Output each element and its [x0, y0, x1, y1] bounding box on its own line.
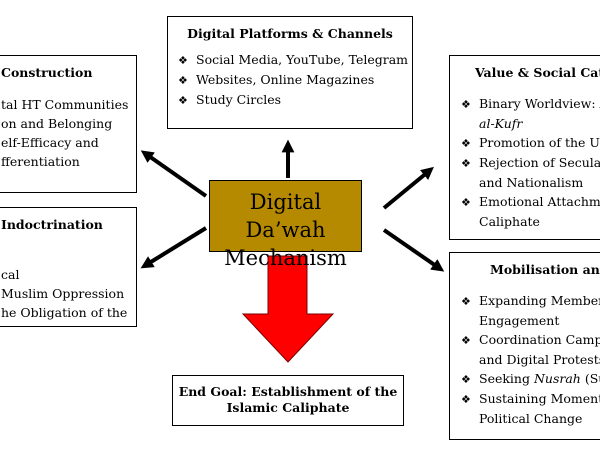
mobilisation-box: Mobilisation and F ❖Expanding Members En…: [449, 252, 600, 440]
diamond-bullet-icon: ❖: [461, 137, 471, 150]
center-line-2: Mechanism: [224, 246, 347, 270]
list-item: elf-Efficacy and: [1, 135, 99, 150]
list-item: cal: [1, 267, 20, 282]
list-item: on and Belonging: [1, 116, 113, 131]
diamond-bullet-icon: ❖: [178, 74, 188, 87]
indoctrination-box: Indoctrination cal Muslim Oppression he …: [0, 207, 137, 327]
list-item: ❖Social Media, YouTube, Telegram: [178, 50, 412, 70]
list-item-continuation: al-Kufr: [479, 116, 523, 131]
arrow-lower-right: [382, 228, 445, 272]
list-item: ❖Emotional Attachme: [461, 192, 600, 212]
list-item: fferentiation: [1, 154, 80, 169]
list-item: ❖Sustaining Momentu: [461, 389, 600, 409]
center-line-1: Digital Da’wah: [245, 190, 326, 242]
value-social-list: ❖Binary Worldview: D al-Kufr ❖Promotion …: [461, 94, 600, 231]
end-goal-line-2: Islamic Caliphate: [226, 400, 350, 415]
diamond-bullet-icon: ❖: [461, 373, 471, 386]
value-social-title: Value & Social Categ: [475, 65, 600, 80]
list-item: ❖Binary Worldview: D: [461, 94, 600, 114]
arrow-lower-left: [140, 226, 208, 269]
diamond-bullet-icon: ❖: [178, 54, 188, 67]
diamond-bullet-icon: ❖: [461, 157, 471, 170]
list-item: ❖Expanding Members: [461, 291, 600, 311]
mobilisation-title: Mobilisation and F: [490, 262, 600, 277]
platforms-box: Digital Platforms & Channels ❖Social Med…: [167, 16, 413, 129]
arrow-upper-left: [140, 150, 208, 198]
platforms-list: ❖Social Media, YouTube, Telegram ❖Websit…: [178, 50, 412, 110]
diamond-bullet-icon: ❖: [461, 393, 471, 406]
list-item: ❖Coordination Camp: [461, 330, 600, 350]
diamond-bullet-icon: ❖: [461, 98, 471, 111]
list-item-continuation: Political Change: [479, 411, 583, 426]
diamond-bullet-icon: ❖: [461, 196, 471, 209]
diamond-bullet-icon: ❖: [461, 295, 471, 308]
diamond-bullet-icon: ❖: [178, 94, 188, 107]
end-goal-line-1: End Goal: Establishment of the: [178, 384, 398, 399]
goal-arrow: [241, 255, 335, 363]
list-item-continuation: Engagement: [479, 313, 560, 328]
list-item: ❖Rejection of Seculari: [461, 153, 600, 173]
list-item: he Obligation of the: [1, 305, 128, 320]
indoctrination-list: cal Muslim Oppression he Obligation of t…: [1, 265, 127, 322]
diamond-bullet-icon: ❖: [461, 334, 471, 347]
list-item-continuation: and Digital Protests: [479, 352, 600, 367]
construction-box: Construction tal HT Communities on and B…: [0, 55, 137, 193]
list-item: ❖Promotion of the Ur: [461, 133, 600, 153]
value-social-box: Value & Social Categ ❖Binary Worldview: …: [449, 55, 600, 240]
list-item: ❖Study Circles: [178, 90, 412, 110]
list-item: ❖Websites, Online Magazines: [178, 70, 412, 90]
end-goal-box: End Goal: Establishment of the Islamic C…: [172, 375, 404, 426]
platforms-title: Digital Platforms & Channels: [187, 26, 393, 41]
construction-title: Construction: [1, 65, 93, 80]
construction-list: tal HT Communities on and Belonging elf-…: [1, 95, 128, 171]
mobilisation-list: ❖Expanding Members Engagement ❖Coordinat…: [461, 291, 600, 428]
list-item: tal HT Communities: [1, 97, 129, 112]
list-item-continuation: and Nationalism: [479, 175, 584, 190]
digital-dawah-mechanism: Digital Da’wah Mechanism: [209, 180, 362, 270]
list-item-continuation: Caliphate: [479, 214, 540, 229]
indoctrination-title: Indoctrination: [1, 217, 103, 232]
arrow-upper-right: [382, 166, 434, 210]
list-item: Muslim Oppression: [1, 286, 125, 301]
list-item: ❖Seeking Nusrah (Sup: [461, 369, 600, 389]
